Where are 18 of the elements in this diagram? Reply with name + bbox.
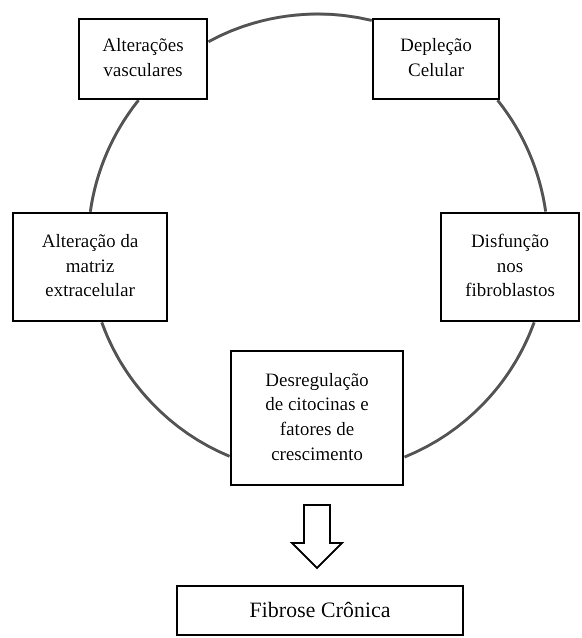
box-text: Depleção Celular [399,34,473,83]
cycle-arc [88,99,140,212]
cycle-arc [208,12,372,44]
process-box [230,350,404,486]
box-text: Disfunção nos fibroblastos [464,230,556,304]
hollow-arrow [290,504,344,570]
cycle-arc [404,322,536,458]
box-text: Alterações vasculares [101,34,185,83]
cycle-arc [100,322,230,458]
box-text: Desregulação de citocinas e fatores de crescimento [264,368,370,467]
cycle-arc [496,99,548,212]
process-box [12,212,168,322]
process-box [176,585,464,636]
box-text: Fibrose Crônica [249,596,391,624]
process-box [372,18,500,100]
process-box [440,212,580,322]
box-text: Alteração da matriz extracelular [40,230,140,304]
process-box [78,18,208,100]
